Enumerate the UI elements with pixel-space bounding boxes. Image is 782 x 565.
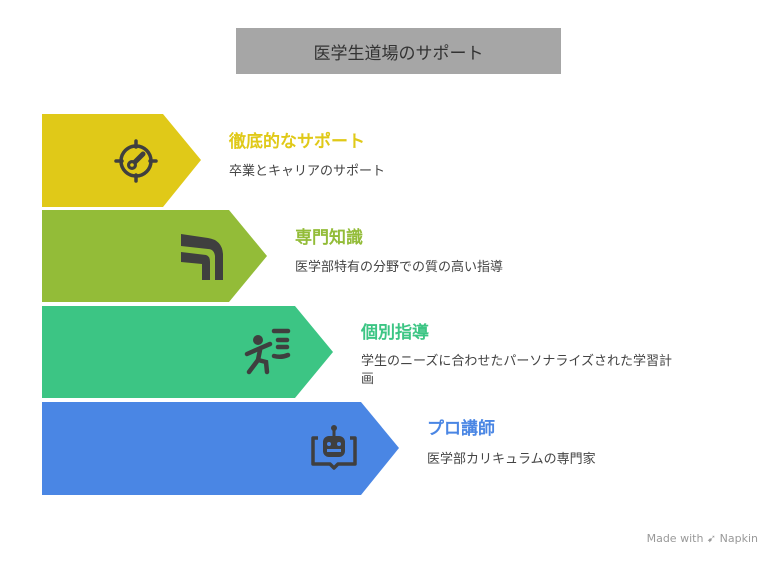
step-1-description: 卒業とキャリアのサポート [229,164,386,179]
step-4-description: 医学部カリキュラムの専門家 [427,452,596,467]
made-with-napkin: Made with ➹ Napkin [647,532,758,545]
napkin-brand: Napkin [719,532,758,545]
arrow-4 [42,402,399,495]
step-4-title: プロ講師 [427,419,495,439]
arrow-3 [42,306,333,398]
robot-book-icon [311,425,357,470]
step-2-title: 専門知識 [295,228,363,248]
person-running-icon [244,328,291,375]
target-key-icon [114,139,158,183]
diagram-title: 医学生道場のサポート [236,28,561,74]
knee-joint-icon [181,234,223,280]
arrow-2 [42,210,267,302]
step-3-description: 学生のニーズに合わせたパーソナライズされた学習計画 [361,354,672,387]
napkin-logo-icon: ➹ [706,532,717,545]
made-with-label: Made with [646,532,704,545]
step-2-description: 医学部特有の分野での質の高い指導 [295,260,504,275]
step-1-title: 徹底的なサポート [229,132,365,152]
step-3-title: 個別指導 [361,323,429,343]
